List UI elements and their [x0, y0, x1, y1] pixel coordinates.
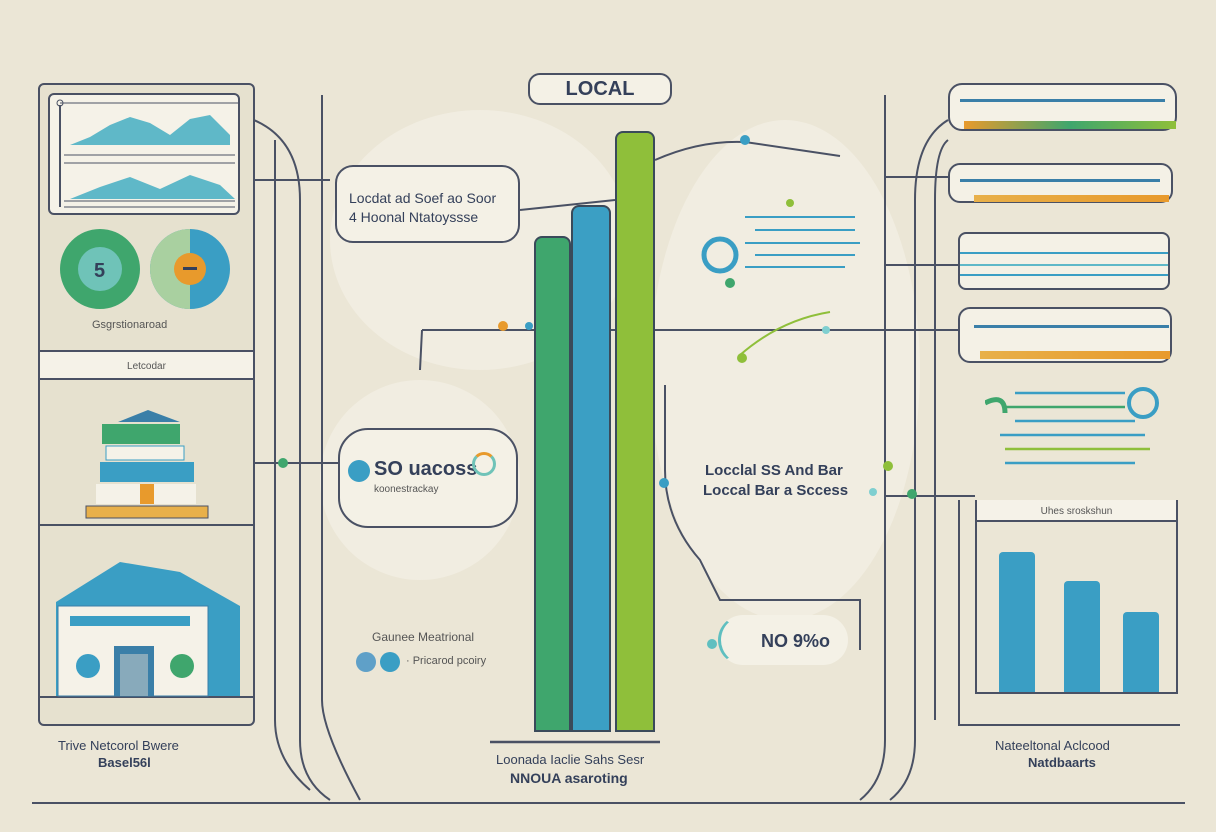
right-footer-line1: Nateeltonal Aclcood: [995, 738, 1110, 753]
right-chart-card: Uhes sroskshun: [975, 500, 1178, 694]
left-panel: 5 Gsgrstionaroad Letcodar: [38, 83, 255, 726]
right-bar: [1123, 612, 1159, 692]
right-progress-bar-1: [948, 83, 1177, 131]
right-strip: Uhes sroskshun: [977, 500, 1176, 522]
center-bar-green: [534, 236, 571, 732]
right-panel-base: [958, 724, 1180, 726]
right-bar: [999, 552, 1035, 692]
building-icon: [85, 410, 209, 519]
left-strip: Letcodar: [40, 350, 253, 380]
right-footer-line2: Natdbaarts: [1028, 755, 1096, 770]
left-strip-label: Letcodar: [127, 361, 166, 372]
house-icon: [56, 562, 240, 697]
top-callout-line1: Locdat ad Soef ao Soor: [349, 190, 497, 206]
right-panel-edge: [958, 500, 960, 726]
chat-icon: [380, 652, 400, 672]
progress-fill: [980, 351, 1170, 359]
success-callout: SO uacoss koonestrackay: [338, 428, 518, 528]
house-card: [40, 526, 253, 698]
title-badge: LOCAL: [528, 73, 672, 105]
line-chart-card: [48, 93, 240, 215]
top-callout-line2: 4 Hoonal Ntatoyssse: [349, 209, 479, 225]
right-callout-line1: Locclal SS And Bar: [705, 462, 843, 479]
success-title: SO uacoss: [374, 458, 478, 480]
progress-ring-icon: [472, 452, 496, 476]
guidance-icons: [356, 652, 402, 672]
svg-text:5: 5: [94, 260, 105, 282]
donut-caption: Gsgrstionaroad: [92, 319, 168, 331]
right-lines-card: [958, 232, 1170, 290]
progress-fill: [974, 195, 1169, 202]
right-strip-label: Uhes sroskshun: [1040, 506, 1113, 517]
top-callout: Locdat ad Soef ao Soor 4 Hoonal Ntatoyss…: [335, 165, 520, 243]
guidance-subtitle: · Pricarod pcoiry: [406, 655, 487, 667]
progress-fill: [964, 121, 1176, 129]
background-blob: [650, 120, 920, 620]
building-card: [40, 380, 253, 526]
right-progress-bar-3: [958, 307, 1172, 363]
success-subtitle: koonestrackay: [374, 484, 439, 495]
center-footer-line1: Loonada Iaclie Sahs Sesr: [496, 752, 645, 767]
success-icon: [348, 460, 370, 482]
right-progress-bar-2: [948, 163, 1173, 203]
percent-badge: NO 9%o: [718, 615, 848, 665]
center-footer-line2: NNOUA asaroting: [510, 770, 628, 786]
left-footer-line2: Basel56l: [98, 755, 151, 770]
center-bar-lime: [615, 130, 655, 732]
right-callout-line2: Loccal Bar a Sccess: [703, 482, 849, 499]
title-text: LOCAL: [565, 78, 635, 100]
guidance-title: Gaunee Meatrional: [372, 630, 475, 644]
leaf-icon: [356, 652, 376, 672]
right-bar: [1064, 581, 1100, 692]
donut-charts-icon: 5: [60, 229, 230, 309]
percent-value: NO 9%o: [761, 631, 831, 651]
mini-line-chart-icon: [56, 99, 238, 208]
left-footer-line1: Trive Netcorol Bwere: [58, 738, 179, 753]
settings-list-icon: [985, 387, 1159, 465]
center-bar-blue: [571, 205, 611, 732]
service-list-icon: [701, 199, 860, 288]
